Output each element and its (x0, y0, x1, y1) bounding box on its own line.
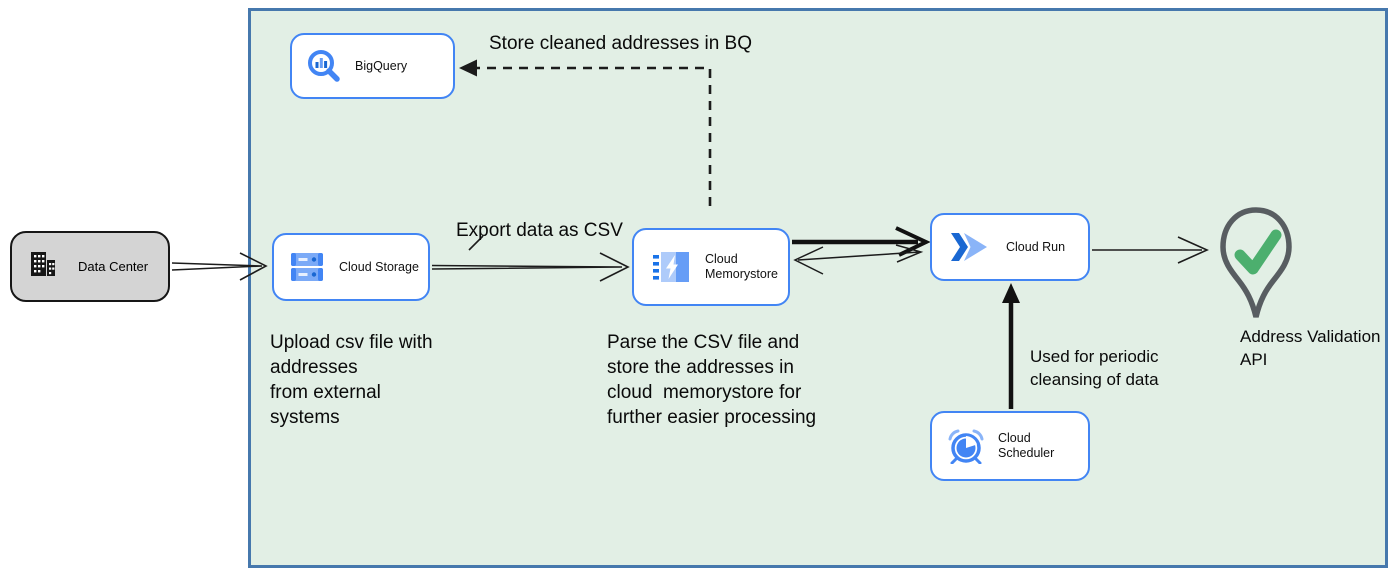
double-chevron-icon (950, 232, 988, 262)
memory-chip-bolt-icon (653, 251, 691, 283)
cloud-storage-label: Cloud Storage (339, 259, 419, 274)
cloud-scheduler-label: Cloud Scheduler (998, 431, 1055, 460)
building-icon (30, 251, 56, 282)
node-cloud-storage[interactable]: Cloud Storage (272, 233, 430, 301)
map-pin-check-icon (1220, 207, 1292, 318)
cloud-memorystore-label: Cloud Memorystore (705, 252, 778, 281)
annotation-store-cleaned-bq: Store cleaned addresses in BQ (489, 33, 752, 54)
address-validation-label: Address Validation API (1240, 327, 1381, 369)
node-cloud-run[interactable]: Cloud Run (930, 213, 1090, 281)
node-cloud-memorystore[interactable]: Cloud Memorystore (632, 228, 790, 306)
bigquery-label: BigQuery (355, 58, 408, 73)
magnifier-chart-icon (306, 48, 342, 84)
data-center-label: Data Center (78, 259, 149, 274)
node-address-validation-api[interactable] (1216, 204, 1296, 334)
annotation-periodic-cleansing: Used for periodic cleansing of data (1030, 347, 1159, 389)
annotation-parse-csv: Parse the CSV file and store the address… (607, 332, 817, 428)
annotation-export-csv: Export data as CSV (456, 220, 623, 241)
node-data-center[interactable]: Data Center (10, 231, 170, 302)
node-bigquery[interactable]: BigQuery (290, 33, 455, 99)
cloud-run-label: Cloud Run (1006, 239, 1066, 254)
storage-bars-icon (291, 252, 323, 282)
gcp-boundary-container[interactable] (248, 8, 1388, 568)
node-cloud-scheduler[interactable]: Cloud Scheduler (930, 411, 1090, 481)
alarm-clock-icon (946, 428, 986, 464)
annotation-upload-csv: Upload csv file with addresses from exte… (270, 332, 433, 428)
